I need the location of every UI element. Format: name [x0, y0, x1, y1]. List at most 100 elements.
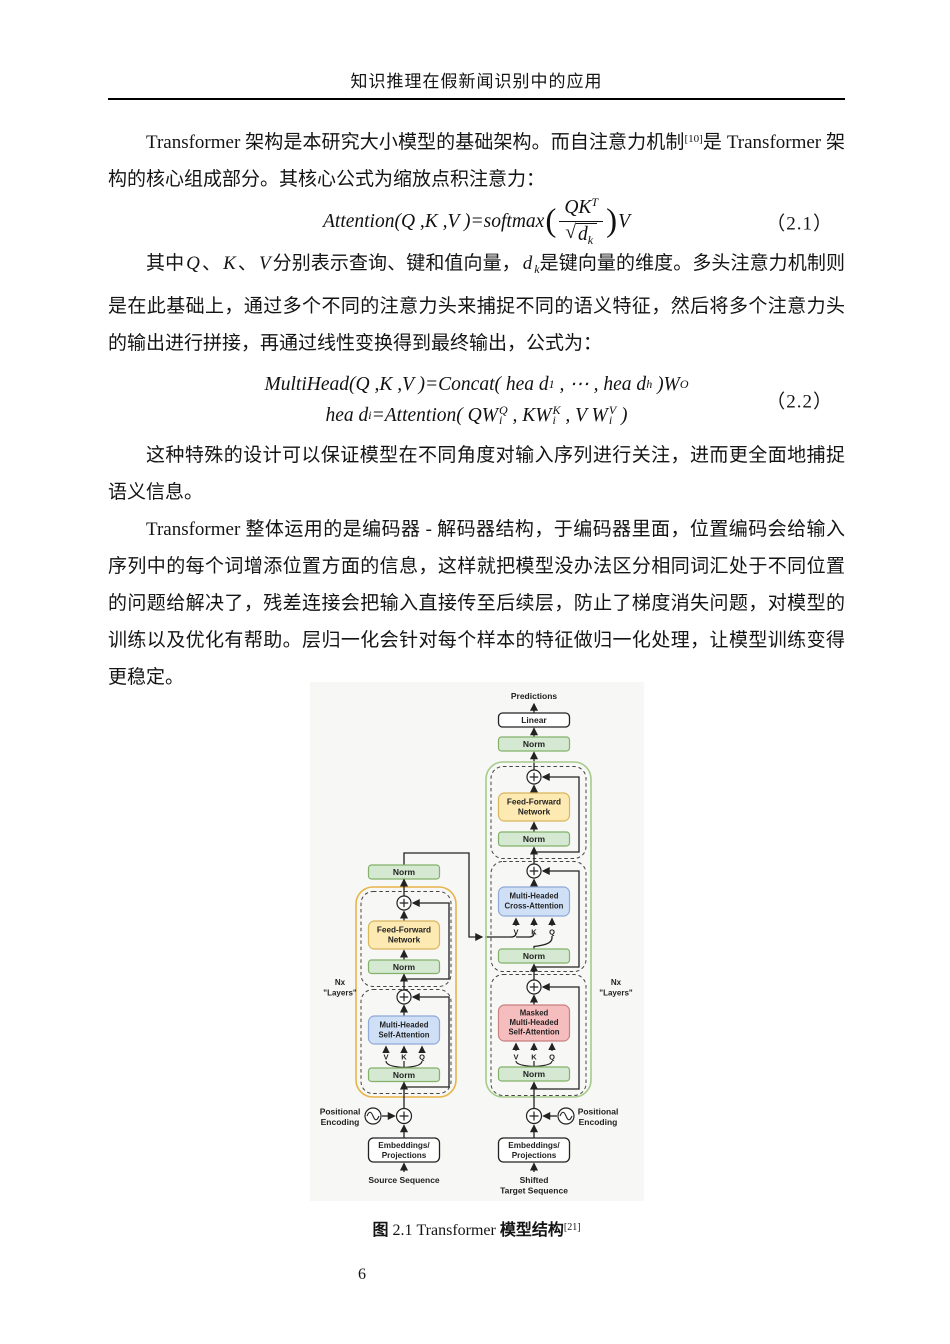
plus-icon: [399, 898, 408, 908]
page-number: 6: [358, 1266, 366, 1283]
eq1-lhs: Attention(Q ,K ,V )=softmax: [322, 210, 545, 232]
linear-label: Linear: [521, 715, 547, 725]
nx-label-right: Nx: [610, 978, 621, 987]
math-var-Q: Q: [186, 253, 200, 274]
equation-2-1: Attention(Q ,K ,V )=softmax(QKT√dk)V （2.…: [108, 196, 845, 246]
paragraph-1-text-cont: 是 Transformer 架构的核心组成部分。其核心公式为缩放点积注意力：: [108, 132, 845, 190]
v-label: V: [383, 1053, 388, 1062]
page-content: Transformer 架构是本研究大小模型的基础架构。而自注意力机制[10]是…: [0, 121, 950, 1284]
decoder-ffn-box: [497, 792, 570, 822]
equation-2-2-number: （2.2）: [766, 391, 833, 412]
positional-encoding-label-1: Positional: [577, 1107, 618, 1117]
cross-attn-label-2: Cross-Attention: [504, 902, 563, 911]
encoder-self-attn-sublayer-box: [360, 989, 451, 1094]
decoder-norm-box: [497, 1066, 570, 1082]
ffn-label-1: Feed-Forward: [506, 798, 560, 807]
paragraph-4: Transformer 整体运用的是编码器 - 解码器结构，于编码器里面，位置编…: [108, 519, 845, 688]
encoder-to-decoder-line: [402, 852, 483, 942]
encoder-ffn-sublayer-box: [360, 891, 451, 987]
positional-encoding-label-1: Positional: [319, 1107, 360, 1117]
ffn-label-2: Network: [387, 936, 420, 945]
ffn-label-1: Feed-Forward: [376, 926, 430, 935]
decoder-norm-box: [497, 831, 570, 847]
plus-icon: [399, 992, 408, 1002]
norm-label: Norm: [392, 867, 415, 877]
equation-2-1-number: （2.1）: [766, 213, 833, 234]
residual-line: [533, 772, 580, 853]
embeddings-label-1: Embeddings/: [378, 1141, 430, 1150]
eq1-fraction: QKT√dk: [559, 196, 604, 247]
vkq-bracket: [384, 1060, 423, 1069]
nx-label-left: Nx: [334, 978, 345, 987]
plus-icon: [529, 772, 538, 782]
masked-attn-label-3: Self-Attention: [508, 1028, 559, 1037]
masked-self-attention-box: [497, 1004, 570, 1042]
paragraph-3: 这种特殊的设计可以保证模型在不同角度对输入序列进行关注，进而更全面地捕捉语义信息…: [108, 445, 845, 503]
embeddings-label-2: Projections: [381, 1151, 426, 1160]
eq1-denominator: √dk: [565, 221, 598, 247]
math-var-K: K: [223, 253, 236, 274]
caption-fig-word: 图: [372, 1222, 389, 1239]
self-attn-label-1: Multi-Headed: [379, 1021, 428, 1030]
sqrt-symbol: √: [565, 221, 577, 243]
encoder-container: [354, 886, 457, 1098]
ffn-label-2: Network: [517, 808, 550, 817]
decoder-final-norm-box: [497, 736, 570, 752]
masked-attn-label-1: Masked: [519, 1009, 548, 1018]
k-label: K: [531, 1053, 537, 1062]
norm-label: Norm: [392, 962, 415, 972]
norm-label: Norm: [522, 739, 545, 749]
k-label: K: [531, 928, 537, 937]
plus-icon: [399, 1111, 408, 1121]
v-label: V: [513, 1053, 518, 1062]
positional-encoding-label-2: Encoding: [320, 1117, 359, 1127]
norm-label: Norm: [522, 951, 545, 961]
q-label: Q: [549, 1053, 555, 1062]
cross-attn-label-1: Multi-Headed: [509, 892, 558, 901]
decoder-masked-attn-sublayer-box: [490, 974, 586, 1096]
decoder-embeddings-box: [497, 1137, 570, 1163]
paragraph-1: Transformer 架构是本研究大小模型的基础架构。而自注意力机制[10]是…: [108, 121, 845, 198]
cross-attention-box: [497, 886, 570, 917]
predictions-label: Predictions: [510, 691, 557, 701]
caption-number: 2.1 Transformer: [388, 1222, 500, 1239]
q-feed-line: [532, 936, 553, 949]
math-var-V: V: [258, 253, 271, 274]
decoder-container: [484, 761, 592, 1098]
eq1-tail: V: [618, 210, 631, 232]
q-label: Q: [549, 928, 555, 937]
equation-2-1-formula: Attention(Q ,K ,V )=softmax(QKT√dk)V: [323, 196, 630, 246]
math-var-d: d: [522, 253, 533, 274]
embeddings-label-2: Projections: [511, 1151, 556, 1160]
norm-label: Norm: [522, 1069, 545, 1079]
caption-title: 模型结构: [499, 1222, 564, 1239]
math-sub-k: k: [534, 262, 540, 276]
figure-caption: 图 2.1 Transformer 模型结构[21]: [108, 1217, 845, 1242]
residual-line: [403, 992, 450, 1088]
vkq-bracket: [514, 1060, 553, 1068]
eq1-open-paren: (: [545, 202, 557, 239]
figure-transformer-diagram: Predictions Linear Norm Feed-Forward Net…: [309, 682, 644, 1201]
q-label: Q: [419, 1053, 425, 1062]
plus-icon: [529, 1111, 538, 1121]
norm-label: Norm: [522, 834, 545, 844]
plus-icon: [529, 866, 538, 876]
transformer-diagram-svg: Predictions Linear Norm Feed-Forward Net…: [319, 691, 633, 1196]
running-head: 知识推理在假新闻识别中的应用: [108, 0, 845, 100]
residual-line: [533, 866, 580, 968]
sine-curve: [365, 1111, 380, 1121]
norm-label: Norm: [392, 1070, 415, 1080]
vk-feed-bracket: [484, 932, 535, 938]
positional-encoding-label-2: Encoding: [578, 1117, 617, 1127]
eq1-close-paren: ): [606, 202, 618, 239]
eq1-numerator: QKT: [559, 196, 604, 222]
self-attn-label-2: Self-Attention: [378, 1031, 429, 1040]
layers-label-right: "Layers": [599, 989, 633, 998]
v-label: V: [513, 928, 518, 937]
